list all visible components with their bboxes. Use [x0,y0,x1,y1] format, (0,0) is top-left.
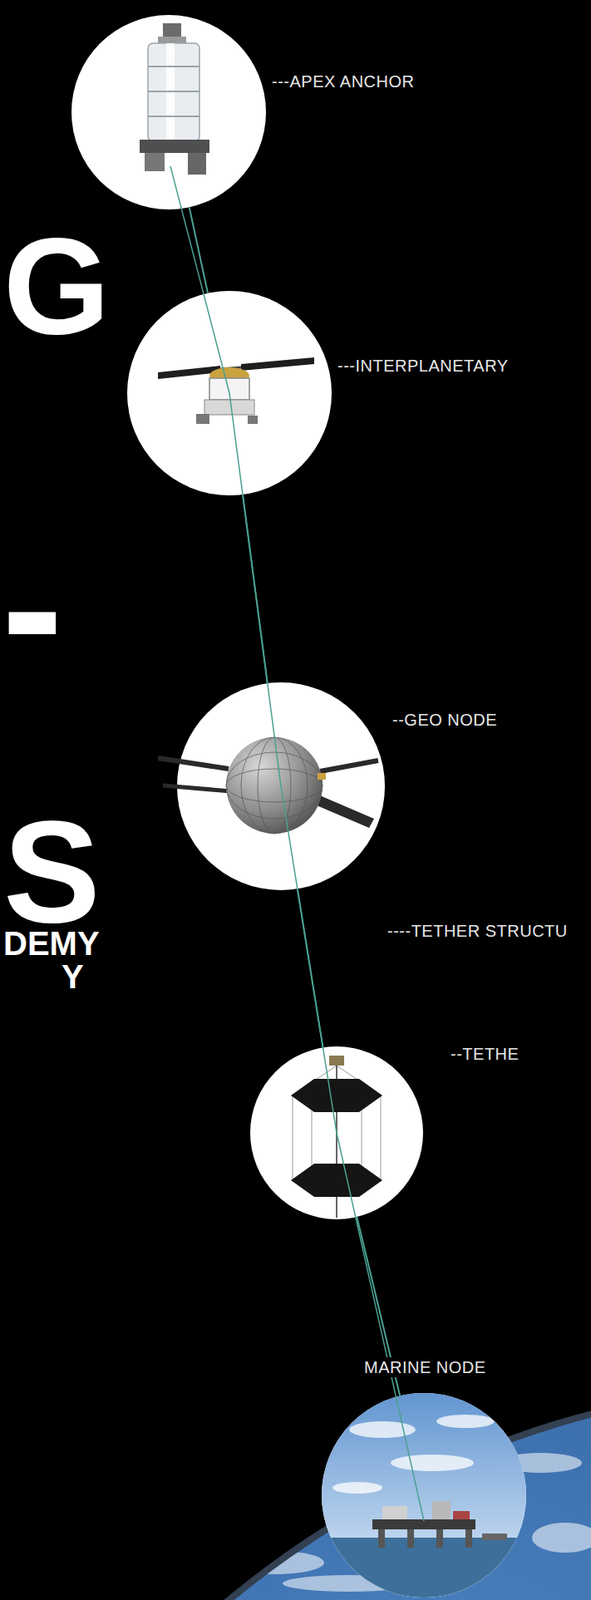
tether-line [189,206,208,293]
circle-node: ---INTERPLANETARY [127,290,332,496]
node-label: --TETHE [448,1044,521,1064]
node-label: ---APEX ANCHOR [270,71,416,92]
title-letter: S [3,798,101,945]
circle-node: ---APEX ANCHOR [71,14,266,210]
title-letter: - [1,515,64,700]
title-letter: G [3,217,110,355]
tether-segment [242,494,268,684]
circle-node: --GEO NODE [177,682,385,891]
node-label: ---INTERPLANETARY [335,355,511,376]
node-label: MARINE NODE [362,1357,488,1378]
part-label: ----TETHER STRUCTU [385,920,570,941]
circle-node: MARINE NODE [321,1393,527,1598]
title-letter: Y [61,960,84,994]
title-letter: DEMY [3,926,100,961]
tether-line [297,888,324,1048]
tether-line [242,494,268,684]
tether-segment [189,206,208,293]
node-label: --GEO NODE [390,709,499,730]
circle-node: --TETHE [250,1046,424,1220]
tether-segment [297,888,324,1048]
